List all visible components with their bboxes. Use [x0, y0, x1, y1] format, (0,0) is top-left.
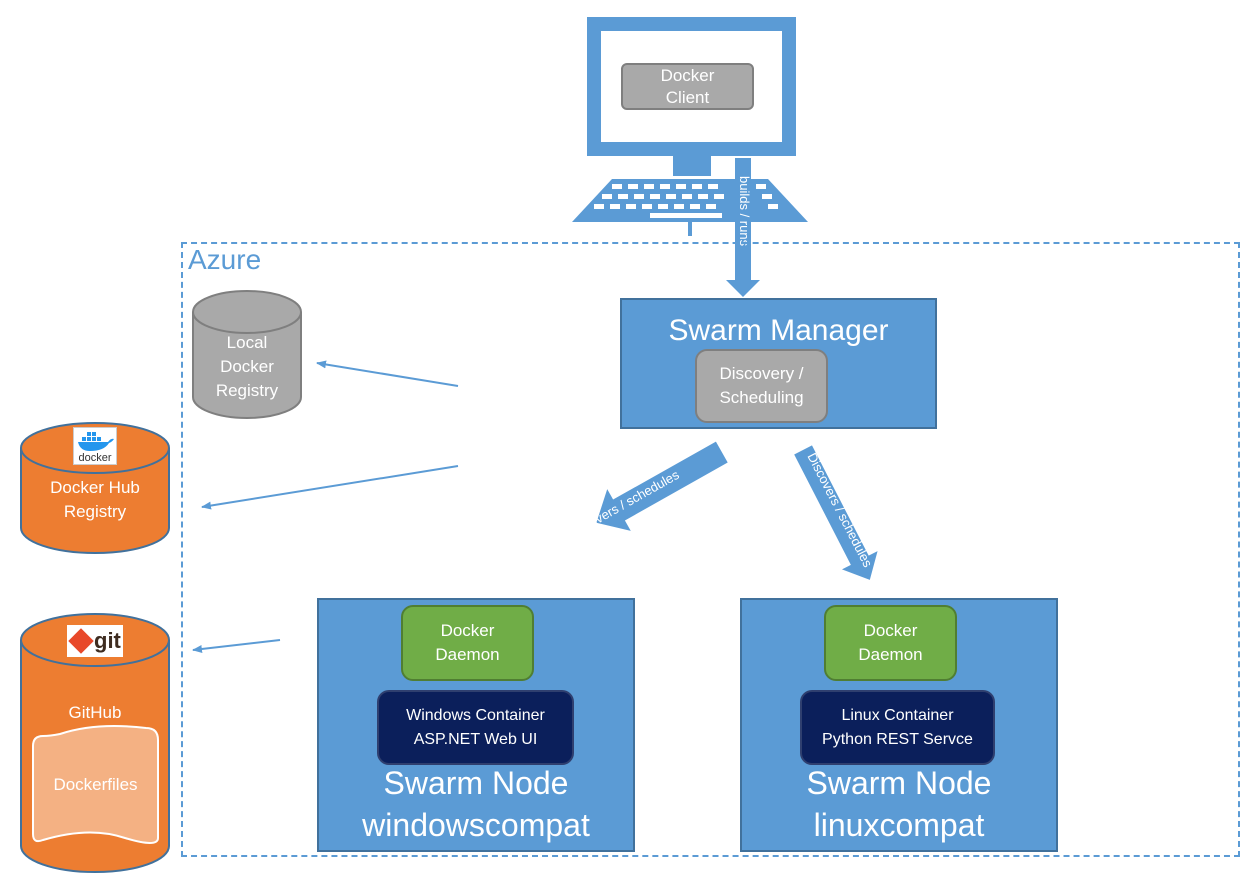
discovers-schedules-right-arrow: [794, 445, 878, 580]
dockerfiles-label: Dockerfiles: [53, 775, 138, 794]
docker-hub-line1: Docker Hub: [50, 478, 140, 497]
line-arrow-local-registry: [316, 360, 459, 387]
swarm-node-windows-title-line1: Swarm Node: [383, 765, 569, 801]
azure-label: Azure: [188, 244, 262, 275]
discovery-scheduling-line1: Discovery /: [719, 364, 804, 383]
git-logo-icon: git: [67, 625, 123, 657]
line-arrow-github: [192, 639, 281, 653]
windows-container-line2: ASP.NET Web UI: [413, 730, 538, 748]
computer-icon: [572, 17, 808, 236]
swarm-node-windows-title: Swarm Node windowscompat: [317, 762, 635, 846]
docker-hub-label: Docker Hub Registry: [21, 476, 169, 524]
builds-runs-label: builds / runs: [737, 176, 752, 247]
local-registry-line2: Docker: [220, 357, 274, 376]
windows-container-line1: Windows Container: [406, 706, 545, 724]
discovers-schedules-left-arrow: [596, 441, 728, 531]
docker-daemon-linux-line2: Daemon: [858, 645, 923, 664]
swarm-manager-title: Swarm Manager: [668, 314, 889, 347]
line-arrow-docker-hub: [201, 465, 459, 510]
github-label: GitHub: [68, 703, 122, 722]
linux-container-line1: Linux Container: [841, 706, 954, 724]
docker-daemon-windows: Docker Daemon: [401, 605, 534, 681]
swarm-node-linux-title-line2: linuxcompat: [813, 807, 985, 843]
docker-daemon-linux: Docker Daemon: [824, 605, 957, 681]
docker-hub-cylinder: [20, 422, 170, 554]
docker-daemon-windows-line1: Docker: [440, 621, 495, 640]
azure-boundary: [181, 242, 1240, 857]
docker-client-box: Docker Client: [621, 63, 754, 110]
docker-daemon-windows-line2: Daemon: [435, 645, 500, 664]
local-registry-line3: Registry: [215, 381, 279, 400]
swarm-node-linux-title-line1: Swarm Node: [806, 765, 992, 801]
discovery-scheduling-box: Discovery / Scheduling: [695, 349, 828, 423]
docker-client-label-line1: Docker: [660, 65, 715, 85]
docker-client-label-line2: Client: [665, 87, 710, 107]
local-registry-cylinder: [192, 290, 302, 419]
docker-logo-text: docker: [78, 452, 112, 464]
git-logo-text: git: [94, 628, 121, 653]
windows-container-box: Windows Container ASP.NET Web UI: [377, 690, 574, 765]
docker-daemon-linux-line1: Docker: [863, 621, 918, 640]
linux-container-box: Linux Container Python REST Servce: [800, 690, 995, 765]
dockerfiles-document: [32, 725, 159, 844]
discovery-scheduling-line2: Scheduling: [719, 388, 804, 407]
local-registry-line1: Local: [226, 333, 268, 352]
swarm-node-linux-title: Swarm Node linuxcompat: [740, 762, 1058, 846]
docker-logo-icon: docker: [73, 427, 117, 465]
swarm-node-windows-title-line2: windowscompat: [362, 807, 590, 843]
builds-runs-arrow: [726, 158, 760, 297]
local-registry-label: Local Docker Registry: [193, 331, 301, 403]
linux-container-line2: Python REST Servce: [822, 730, 973, 748]
docker-hub-line2: Registry: [63, 502, 127, 521]
